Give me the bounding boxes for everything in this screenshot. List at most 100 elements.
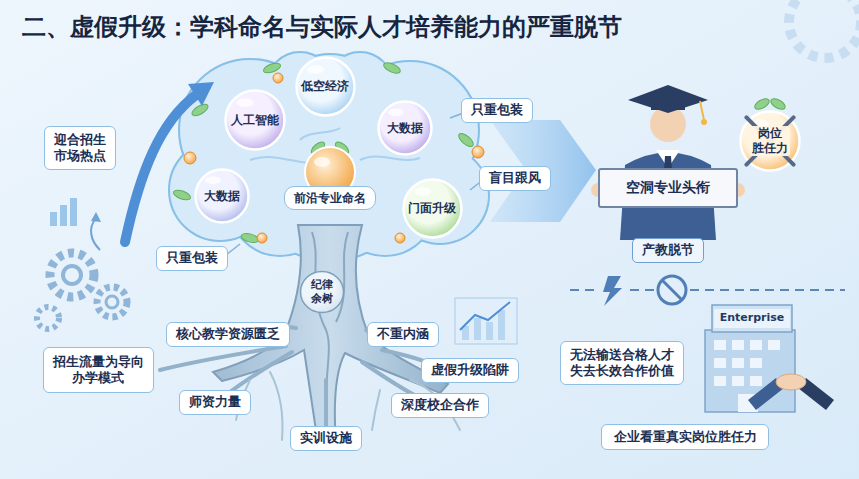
- node-text: 门面升级: [408, 201, 456, 216]
- conclusion-box: 企业看重真实岗位胜任力: [601, 424, 769, 450]
- node-text: 低空经济: [301, 79, 349, 94]
- corner-gear-part: [789, 0, 859, 58]
- left-gears-part: [106, 296, 118, 308]
- leaves-part: [769, 97, 787, 112]
- diagram-title: 二、虚假升级：学科命名与实际人才培养能力的严重脱节: [22, 12, 622, 43]
- graduate-figure: [591, 85, 745, 240]
- tree-roots-part: [324, 380, 328, 430]
- node-text: 大数据: [387, 121, 423, 136]
- fruits-part: [273, 73, 283, 83]
- mini-chart: [50, 198, 101, 250]
- topic-orb: 低空经济: [295, 56, 356, 117]
- outline-ellipse: [226, 91, 285, 150]
- outline-ellipse: [301, 272, 344, 313]
- root-label: 深度校企合作: [391, 393, 489, 418]
- leaves-part: [753, 97, 771, 112]
- left-gears-part: [50, 253, 94, 297]
- fruits-part: [184, 152, 196, 164]
- outline-ellipse: [196, 170, 249, 223]
- label-box: 只重包装: [156, 246, 228, 271]
- handshake-part: [776, 374, 806, 390]
- mini-chart-part: [91, 212, 101, 222]
- enterprise-building-part-part: [732, 376, 744, 386]
- enterprise-building: [705, 305, 795, 412]
- cross-line: [746, 117, 793, 164]
- root-label: 核心教学资源匮乏: [166, 322, 290, 347]
- node-text: 迎合招生 市场热点: [54, 132, 106, 165]
- enterprise-building-part: [714, 340, 780, 412]
- divider-line: [570, 274, 845, 308]
- rising-arrow-part: [188, 82, 214, 106]
- callout-box: 迎合招生 市场热点: [44, 126, 116, 170]
- leaves: [172, 61, 787, 252]
- status-box: 产教脱节: [632, 238, 704, 263]
- left-gears-part: [63, 266, 81, 284]
- graduate-figure-part: [701, 119, 707, 125]
- trend-chart: [455, 298, 517, 344]
- divider-line-part: [603, 276, 622, 306]
- enterprise-building-part: [712, 305, 792, 332]
- enterprise-building-part-part: [750, 376, 762, 386]
- graduate-figure-part: [628, 85, 708, 113]
- root-label: 实训设施: [290, 426, 362, 451]
- outline-ellipse: [296, 57, 354, 115]
- trend-chart-part: [474, 318, 481, 340]
- tree-roots-part: [160, 346, 286, 370]
- fruits-part: [395, 233, 405, 243]
- graduate-figure-part: [700, 101, 704, 120]
- orb-highlight: [414, 187, 431, 196]
- left-gears-part: [37, 307, 59, 329]
- trend-chart-part: [498, 310, 505, 340]
- divider-line-part: [658, 276, 686, 304]
- leaves-part: [172, 188, 192, 202]
- enterprise-building-part-part: [714, 358, 726, 368]
- leaves-part: [382, 61, 402, 76]
- enterprise-building-part-part: [768, 340, 780, 350]
- rising-arrow-part: [125, 95, 196, 242]
- topic-orb: 大数据: [377, 100, 433, 156]
- handshake: [748, 374, 834, 410]
- tree-crown-part-part: [300, 128, 340, 140]
- fruits-part: [257, 233, 267, 243]
- node-text: 产教脱节: [642, 242, 694, 258]
- node-text: 盲目跟风: [489, 170, 541, 186]
- enterprise-building-part-part: [750, 358, 762, 368]
- title-sign: 空洞专业头衔: [598, 168, 738, 208]
- enterprise-building-part: [714, 309, 790, 328]
- callout-box: 无法输送合格人才 失去长效合作价值: [560, 341, 684, 385]
- left-gears: [37, 253, 127, 329]
- trend-chart-part: [460, 302, 510, 330]
- enterprise-building-part: [705, 330, 795, 412]
- node-text: 纪律 余树: [311, 278, 333, 306]
- rootlets-part: [270, 372, 283, 440]
- enterprise-building-part-part: [732, 358, 744, 368]
- node-text: 大数据: [204, 189, 240, 204]
- trunk-oval: 纪律 余树: [299, 270, 345, 314]
- enterprise-building-part-part: [714, 376, 726, 386]
- center-tag: 前沿专业命名: [284, 186, 376, 210]
- label-box: 只重包装: [461, 98, 533, 123]
- mini-chart-part: [91, 218, 100, 250]
- node-text: 深度校企合作: [401, 397, 479, 413]
- building-label: Enterprise: [720, 311, 785, 324]
- topic-orb: 人工智能: [224, 89, 286, 151]
- mini-chart-part: [60, 205, 67, 226]
- node-text: 无法输送合格人才 失去长效合作价值: [570, 347, 674, 380]
- node-text: 虚假升级陷阱: [431, 362, 509, 378]
- cross-line: [746, 117, 793, 164]
- node-text: 空洞专业头衔: [626, 179, 710, 197]
- left-gears-part: [97, 287, 127, 317]
- orb-highlight: [205, 176, 221, 184]
- enterprise-building-part-part: [750, 340, 762, 350]
- rootlets-part: [372, 390, 380, 430]
- leader-lines-part: [226, 244, 240, 255]
- node-text: 不重内涵: [377, 326, 429, 342]
- tree-trunk-part: [336, 232, 348, 322]
- divider-line-part: [662, 280, 682, 300]
- tree-crown-part-part: [360, 156, 420, 160]
- divider-line-part: [598, 274, 626, 308]
- root-label: 师资力量: [179, 390, 251, 415]
- outline-ellipse: [403, 179, 461, 237]
